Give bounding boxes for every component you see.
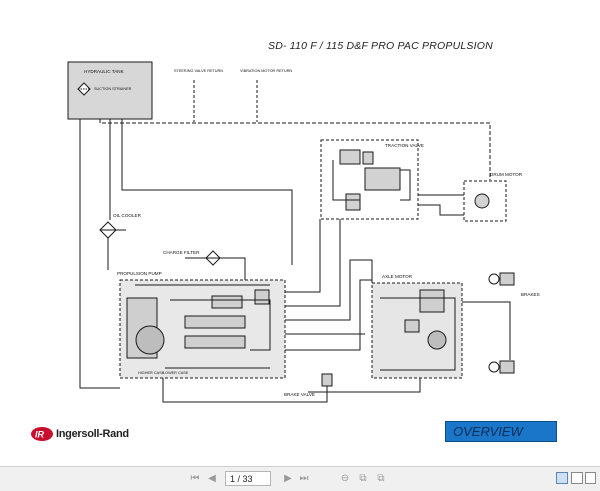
overview-button[interactable]: OVERVIEW — [445, 421, 557, 442]
hydraulic-schematic: HYDRAULIC TANK SUCTION STRAINER STEERING… — [67, 61, 540, 403]
ir-logo-mark-icon: IR — [31, 427, 53, 441]
continuous-view-icon[interactable] — [571, 472, 583, 484]
brake-valve-symbol — [321, 373, 333, 387]
first-page-icon[interactable]: ⏮ — [190, 473, 200, 484]
label-lower-case: LOWER CASE — [163, 371, 189, 375]
label-propulsion-pump: PROPULSION PUMP — [117, 271, 162, 276]
brake-lower — [488, 361, 500, 373]
previous-page-icon[interactable]: ◀ — [208, 473, 216, 484]
pdf-viewer-toolbar: ⏮ ◀ 1 / 33 ▶ ⏭ ⊖ ⧉ ⧉ — [0, 466, 600, 491]
ingersoll-rand-logo: IR Ingersoll-Rand — [30, 424, 129, 444]
label-drum-motor: DRUM MOTOR — [490, 172, 523, 177]
drum-motor-block — [463, 180, 507, 222]
label-steering-valve-return: STEERING VALVE RETURN — [174, 69, 223, 73]
single-page-view-icon[interactable] — [556, 472, 568, 484]
label-vibration-motor-return: VIBRATION MOTOR RETURN — [240, 69, 292, 73]
last-page-icon[interactable]: ⏭ — [299, 473, 309, 484]
logo-text: Ingersoll-Rand — [56, 428, 129, 440]
label-charge-filter: CHARGE FILTER — [163, 250, 200, 255]
label-traction-valve: TRACTION VALVE — [385, 143, 424, 148]
label-axle-motor: AXLE MOTOR — [382, 274, 413, 279]
label-suction-strainer: SUCTION STRAINER — [94, 87, 132, 91]
traction-valve-block — [320, 139, 419, 220]
two-page-view-icon[interactable] — [585, 472, 596, 484]
label-brakes: BRAKES — [521, 292, 540, 297]
zoom-in-icon[interactable]: ⧉ — [377, 473, 385, 484]
diagram-title: SD- 110 F / 115 D&F PRO PAC PROPULSION — [268, 40, 493, 52]
label-oil-cooler: OIL COOLER — [113, 213, 142, 218]
page-number-input[interactable]: 1 / 33 — [225, 471, 271, 486]
label-higher-case: HIGHER CASE — [138, 371, 165, 375]
label-brake-valve: BRAKE VALVE — [284, 392, 315, 397]
label-hydraulic-tank: HYDRAULIC TANK — [84, 69, 125, 74]
svg-text:IR: IR — [35, 430, 45, 440]
next-page-icon[interactable]: ▶ — [284, 473, 292, 484]
document-page: SD- 110 F / 115 D&F PRO PAC PROPULSION — [30, 40, 557, 444]
fit-page-icon[interactable]: ⧉ — [359, 473, 367, 484]
zoom-out-icon[interactable]: ⊖ — [340, 473, 350, 484]
brake-upper — [488, 273, 500, 285]
